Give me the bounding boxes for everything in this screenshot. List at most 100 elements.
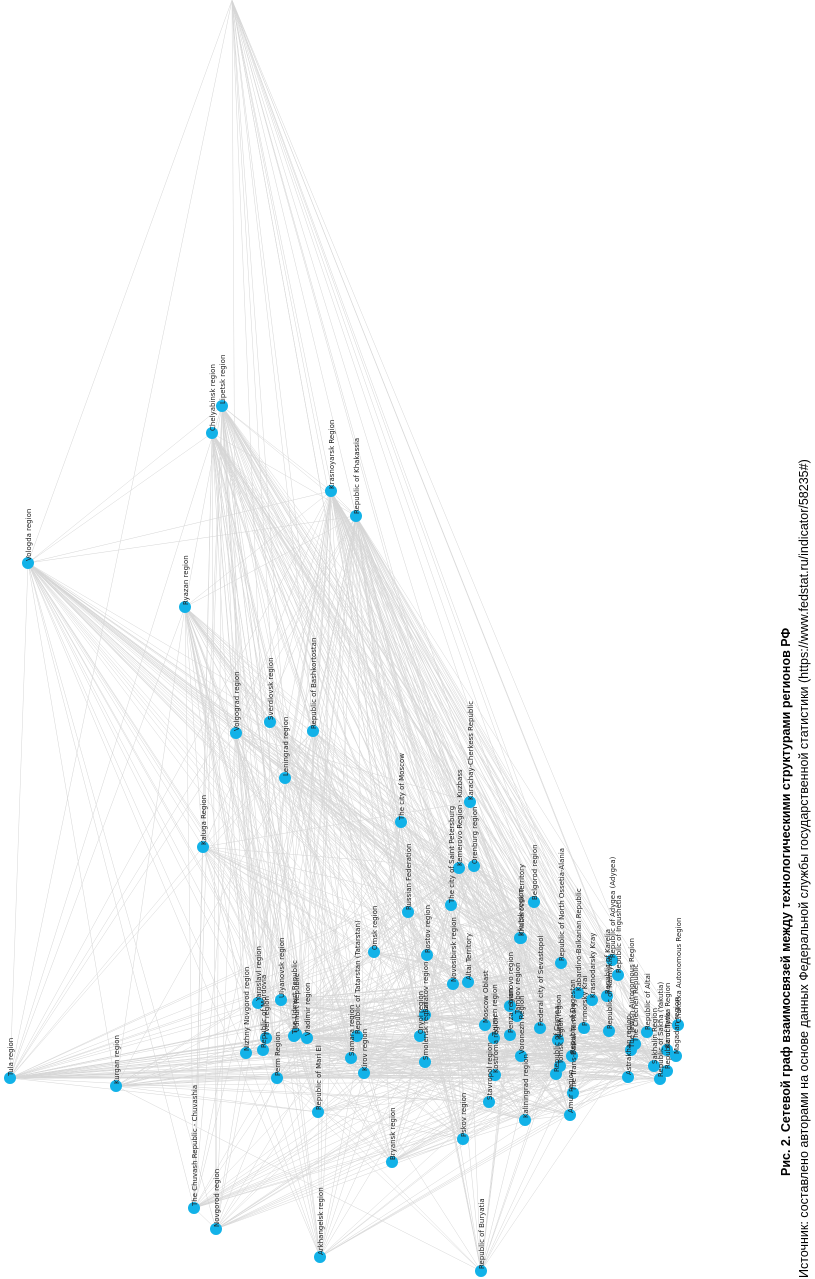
graph-node bbox=[447, 978, 459, 990]
graph-edge bbox=[184, 606, 295, 1037]
graph-edge bbox=[221, 405, 271, 723]
graph-node bbox=[240, 1047, 252, 1059]
graph-edge bbox=[221, 405, 375, 953]
graph-edge bbox=[262, 515, 357, 1051]
graph-edge bbox=[193, 1035, 358, 1209]
graph-edge bbox=[193, 1035, 295, 1209]
graph-edge bbox=[400, 821, 460, 869]
graph-node bbox=[519, 1114, 531, 1126]
graph-edge bbox=[509, 1005, 610, 1032]
graph-edge bbox=[215, 999, 593, 1230]
graph-edge bbox=[221, 405, 428, 956]
graph-node bbox=[301, 1032, 313, 1044]
graph-node bbox=[578, 1022, 590, 1034]
graph-edge bbox=[400, 821, 668, 1072]
graph-edge bbox=[330, 490, 511, 1036]
graph-edge bbox=[467, 962, 562, 983]
graph-edge bbox=[115, 999, 282, 1087]
graph-edge bbox=[330, 490, 559, 1041]
graph-edge bbox=[202, 846, 486, 1026]
node-label: Kaluga Region bbox=[200, 795, 208, 845]
graph-edge bbox=[280, 999, 632, 1051]
graph-edge bbox=[257, 901, 535, 1004]
graph-edge bbox=[391, 1101, 490, 1163]
graph-node bbox=[552, 1034, 564, 1046]
graph-edge bbox=[235, 732, 319, 1113]
node-label: Ivanovo region bbox=[507, 952, 515, 1004]
graph-edge bbox=[184, 405, 223, 608]
graph-edge bbox=[355, 515, 365, 1074]
graph-edge bbox=[276, 999, 282, 1079]
graph-edge bbox=[319, 1076, 629, 1258]
graph-edge bbox=[509, 1005, 648, 1033]
graph-edge bbox=[330, 490, 585, 1029]
graph-edge bbox=[458, 867, 677, 1057]
graph-edge bbox=[184, 606, 426, 1063]
graph-edge bbox=[555, 1073, 571, 1116]
node-label: The city of Moscow bbox=[398, 753, 406, 821]
graph-node bbox=[572, 987, 584, 999]
graph-edge bbox=[27, 432, 213, 564]
graph-node bbox=[414, 1030, 426, 1042]
graph-edge bbox=[221, 405, 679, 1026]
graph-node bbox=[312, 1106, 324, 1118]
graph-edge bbox=[355, 515, 561, 1067]
node-label: Krasnodarsky Kray bbox=[589, 933, 597, 998]
graph-edge bbox=[473, 865, 613, 961]
graph-edge bbox=[373, 951, 579, 994]
graph-node bbox=[554, 1060, 566, 1072]
graph-edge bbox=[293, 1035, 632, 1051]
graph-node bbox=[4, 1072, 16, 1084]
graph-edge bbox=[355, 515, 613, 961]
node-label: Khabarovsk Territory bbox=[518, 864, 526, 936]
graph-edge bbox=[424, 1061, 571, 1116]
graph-edge bbox=[276, 1077, 393, 1163]
graph-edge bbox=[235, 732, 297, 1035]
graph-edge bbox=[319, 515, 357, 1258]
node-label: The Jewish Autonomous Region bbox=[628, 938, 636, 1049]
node-label: Novgorod region bbox=[213, 1169, 221, 1227]
graph-edge bbox=[262, 1049, 393, 1163]
graph-edge bbox=[450, 904, 521, 939]
graph-edge bbox=[355, 515, 486, 1026]
graph-node bbox=[483, 1096, 495, 1108]
graph-edge bbox=[350, 1057, 571, 1116]
graph-edge bbox=[467, 981, 511, 1036]
graph-edge bbox=[257, 1002, 668, 1072]
graph-edge bbox=[583, 1024, 679, 1029]
node-label: Volgograd region bbox=[233, 671, 241, 731]
node-label: Republic of Mari El bbox=[315, 1045, 323, 1110]
graph-edge bbox=[9, 1035, 295, 1079]
graph-edge bbox=[400, 821, 511, 1036]
graph-edge bbox=[235, 732, 409, 913]
graph-edge bbox=[572, 1049, 632, 1094]
graph-edge bbox=[419, 983, 454, 1037]
graph-edge bbox=[115, 867, 460, 1087]
graph-edge bbox=[295, 937, 522, 1035]
node-label: Altai Territory bbox=[465, 933, 473, 980]
graph-edge bbox=[221, 405, 655, 1067]
graph-edge bbox=[391, 1073, 557, 1163]
graph-edge bbox=[330, 490, 661, 1080]
graph-edge bbox=[211, 432, 562, 964]
graph-edge bbox=[350, 867, 460, 1059]
graph-node bbox=[188, 1202, 200, 1214]
graph-edge bbox=[276, 1077, 464, 1140]
graph-edge bbox=[215, 904, 452, 1230]
graph-edge bbox=[293, 515, 357, 1037]
graph-node bbox=[419, 1009, 431, 1021]
graph-node bbox=[515, 1050, 527, 1062]
graph-edge bbox=[306, 730, 314, 1039]
graph-edge bbox=[480, 1034, 511, 1272]
graph-node bbox=[488, 1032, 500, 1044]
graph-edge bbox=[350, 1031, 648, 1059]
graph-edge bbox=[202, 846, 460, 869]
graph-edge bbox=[9, 904, 452, 1079]
graph-edge bbox=[569, 1024, 679, 1116]
graph-edge bbox=[458, 867, 464, 1140]
graph-edge bbox=[235, 732, 282, 1001]
graph-edge bbox=[319, 1055, 573, 1258]
node-label: Kemerovo Region - Kuzbass bbox=[456, 769, 464, 866]
graph-edge bbox=[184, 606, 648, 1033]
graph-edge bbox=[193, 730, 314, 1209]
